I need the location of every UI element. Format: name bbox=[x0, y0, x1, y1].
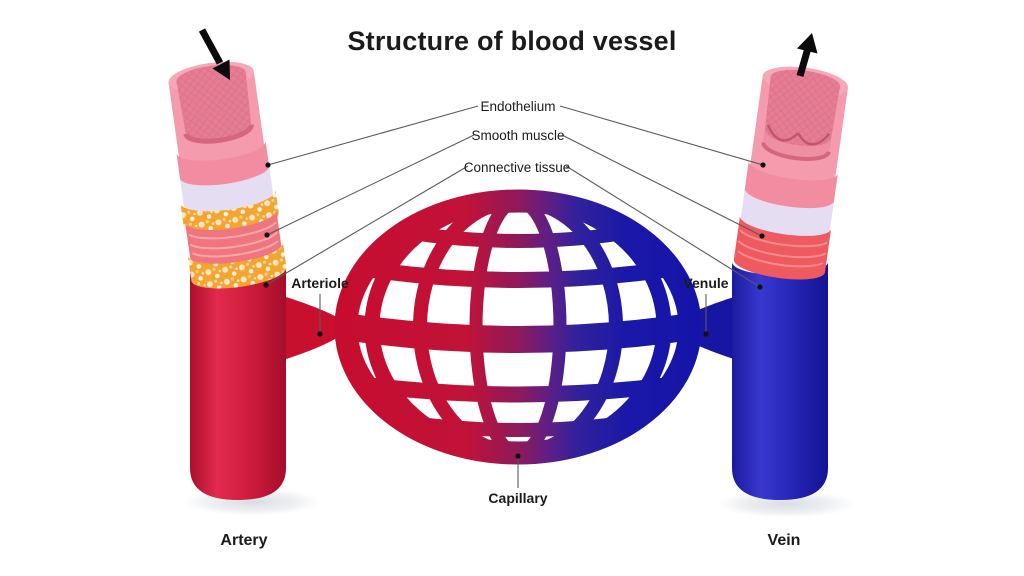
vein-layers bbox=[733, 66, 848, 280]
artery-trunk bbox=[190, 268, 286, 500]
vein-trunk bbox=[732, 262, 828, 500]
label-venule: Venule bbox=[683, 275, 728, 291]
vein-muscle-stripes bbox=[737, 229, 828, 268]
venule-branch bbox=[666, 296, 737, 360]
artery-flow-arrow-icon bbox=[198, 28, 230, 80]
artery-muscle-band bbox=[185, 210, 282, 266]
label-endothelium: Endothelium bbox=[480, 99, 555, 114]
label-vein: Vein bbox=[768, 532, 801, 549]
vein-valve-floor bbox=[763, 129, 831, 159]
vein-muscle-band bbox=[733, 215, 832, 280]
capillary-network bbox=[283, 189, 737, 465]
capillary-mesh bbox=[334, 189, 702, 465]
vein-shadow bbox=[716, 490, 856, 518]
label-capillary: Capillary bbox=[488, 490, 547, 506]
artery-lavender-band bbox=[179, 165, 273, 214]
arteriole-branch bbox=[283, 296, 354, 360]
label-artery: Artery bbox=[220, 532, 267, 549]
artery-tube-lumen bbox=[176, 64, 252, 142]
vein-valve-flaps bbox=[766, 124, 831, 146]
artery-vessel bbox=[168, 61, 287, 500]
artery-connective-band-2 bbox=[187, 242, 287, 289]
vein-tube-lumen bbox=[763, 69, 840, 159]
label-smooth-muscle: Smooth muscle bbox=[471, 128, 564, 143]
artery-muscle-stripes bbox=[188, 221, 279, 258]
diagram-title: Structure of blood vessel bbox=[347, 26, 676, 56]
vein-flow-arrow-icon bbox=[796, 33, 818, 77]
vein-lavender-band bbox=[740, 188, 835, 239]
artery-connective-band-1 bbox=[180, 190, 279, 234]
artery-endothelium-band bbox=[176, 140, 270, 189]
vein-endothelium-band bbox=[744, 160, 838, 212]
leader-lines bbox=[263, 105, 766, 488]
label-connective-tissue: Connective tissue bbox=[464, 160, 571, 175]
artery-layers bbox=[168, 61, 287, 289]
artery-lumen-rim bbox=[183, 124, 254, 144]
vein-lumen-rim bbox=[761, 142, 831, 161]
vein-vessel bbox=[732, 66, 848, 500]
label-arteriole: Arteriole bbox=[291, 275, 349, 291]
